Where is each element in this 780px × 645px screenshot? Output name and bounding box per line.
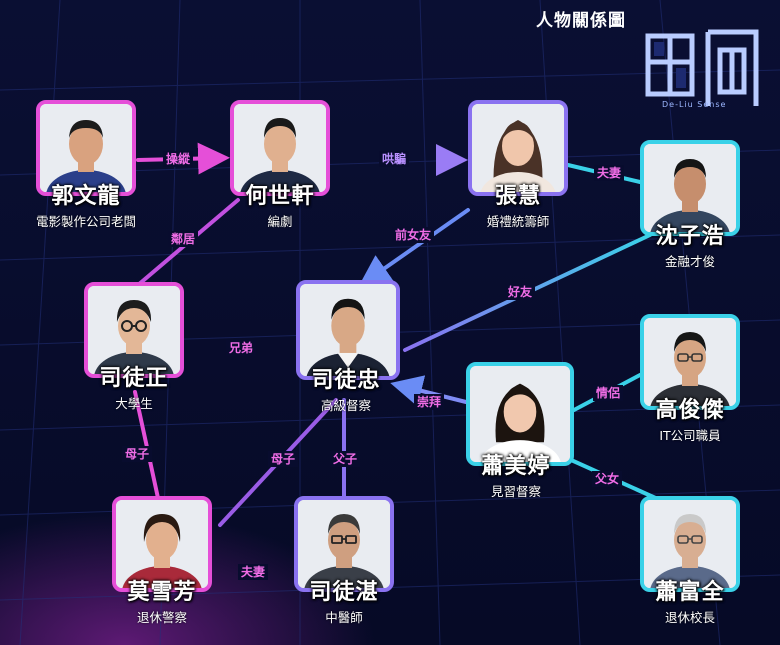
character-he-shixuan[interactable]: 何世軒 編劇	[230, 100, 330, 230]
portrait-frame	[640, 314, 740, 410]
character-role: 高級督察	[320, 398, 371, 413]
portrait-frame	[466, 362, 574, 466]
label-admire: 崇拜	[414, 394, 445, 410]
character-name: 郭文龍	[51, 184, 121, 209]
character-name: 何世軒	[245, 184, 315, 209]
character-role: 婚禮統籌師	[486, 214, 550, 229]
character-role: 大學生	[115, 396, 153, 411]
person-portrait	[472, 104, 564, 192]
person-portrait	[644, 318, 736, 406]
page-title: 人物關係圖	[536, 11, 626, 31]
label-mother-son-2: 母子	[268, 451, 299, 467]
character-name: 蕭美婷	[481, 454, 551, 479]
character-guo-wenlong[interactable]: 郭文龍 電影製作公司老闆	[36, 100, 136, 230]
character-name: 蕭富全	[655, 580, 725, 605]
portrait-frame	[468, 100, 568, 196]
character-situ-zhan[interactable]: 司徒湛 中醫師	[294, 496, 394, 626]
person-portrait	[40, 104, 132, 192]
character-xiao-meiting[interactable]: 蕭美婷 見習督察	[466, 362, 574, 500]
person-portrait	[300, 284, 396, 376]
label-deceive: 哄騙	[379, 151, 410, 167]
character-role: 中醫師	[325, 610, 363, 625]
character-zhang-hui[interactable]: 張慧 婚禮統籌師	[468, 100, 568, 230]
character-role: 退休警察	[136, 610, 187, 625]
person-portrait	[470, 366, 570, 462]
edge-admire	[390, 375, 468, 407]
character-shen-zihao[interactable]: 沈子浩 金融才俊	[640, 140, 740, 270]
edge-mother-son1	[133, 390, 160, 500]
label-father-daughter: 父女	[592, 471, 623, 487]
portrait-frame	[294, 496, 394, 592]
character-role: 見習督察	[490, 484, 541, 499]
character-role: IT公司職員	[659, 428, 721, 443]
label-lovers: 情侶	[593, 385, 624, 401]
portrait-frame	[296, 280, 400, 380]
person-portrait	[116, 500, 208, 588]
character-role: 電影製作公司老闆	[36, 214, 137, 229]
character-situ-zheng[interactable]: 司徒正 大學生	[84, 282, 184, 412]
edge-ex-gf	[358, 208, 470, 287]
label-ex-girlfriend: 前女友	[392, 227, 435, 243]
person-portrait	[644, 144, 736, 232]
character-name: 沈子浩	[655, 224, 725, 249]
character-gao-junjie[interactable]: 高俊傑 IT公司職員	[640, 314, 740, 444]
person-portrait	[644, 500, 736, 588]
character-name: 張慧	[494, 184, 541, 209]
character-xiao-fuquan[interactable]: 蕭富全 退休校長	[640, 496, 740, 626]
character-role: 金融才俊	[664, 254, 715, 269]
portrait-frame	[112, 496, 212, 592]
portrait-frame	[640, 140, 740, 236]
portrait-frame	[230, 100, 330, 196]
person-portrait	[234, 104, 326, 192]
character-name: 莫雪芳	[127, 580, 197, 605]
label-friend: 好友	[505, 284, 536, 300]
portrait-frame	[36, 100, 136, 196]
character-name: 司徒忠	[311, 368, 381, 393]
label-spouse2: 夫妻	[238, 564, 269, 580]
character-name: 司徒正	[99, 366, 169, 391]
character-role: 編劇	[267, 214, 293, 229]
character-name: 司徒湛	[309, 580, 379, 605]
person-portrait	[88, 286, 180, 374]
label-father-son: 父子	[330, 451, 361, 467]
logo-subtitle: De-Liu Sense	[662, 100, 727, 109]
label-brothers: 兄弟	[226, 340, 257, 356]
label-neighbor: 鄰居	[168, 231, 199, 247]
label-mother-son-1: 母子	[122, 446, 153, 462]
portrait-frame	[84, 282, 184, 378]
label-manipulate: 操縱	[163, 151, 194, 167]
character-situ-zhong[interactable]: 司徒忠 高級督察	[296, 280, 400, 414]
label-spouse1: 夫妻	[594, 165, 625, 181]
character-name: 高俊傑	[655, 398, 725, 423]
character-role: 退休校長	[664, 610, 715, 625]
portrait-frame	[640, 496, 740, 592]
drama-logo	[645, 29, 759, 106]
character-mo-xuefang[interactable]: 莫雪芳 退休警察	[112, 496, 212, 626]
person-portrait	[298, 500, 390, 588]
